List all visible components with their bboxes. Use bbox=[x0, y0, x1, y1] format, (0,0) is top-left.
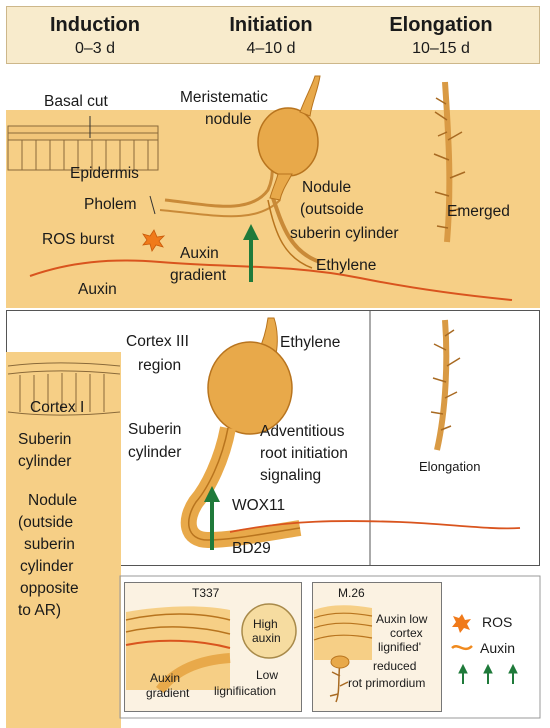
inset-m26-note-1: Auxin low bbox=[376, 612, 428, 626]
inset-low-lig-1: Low bbox=[256, 668, 279, 682]
stage-days-initiation: 4–10 d bbox=[246, 40, 296, 57]
legend-ros-label: ROS bbox=[482, 614, 513, 630]
label-auxin-gradient-1: Auxin bbox=[180, 245, 219, 262]
label-nodule-outside-2: (outsoide bbox=[300, 201, 364, 218]
inset-auxin-gradient-1: Auxin bbox=[150, 671, 181, 685]
label-nodule-outside-3: suberin cylinder bbox=[290, 225, 399, 242]
label-ethylene-mid: Ethylene bbox=[280, 334, 341, 351]
stage-title-induction: Induction bbox=[50, 14, 140, 36]
meristematic-nodule-drawing bbox=[159, 75, 321, 269]
label-note-4: cylinder bbox=[20, 558, 74, 575]
auxin-line-mid bbox=[229, 520, 521, 533]
inset-m26-note-5: rot primordium bbox=[348, 676, 426, 690]
label-ethylene-top: Ethylene bbox=[316, 257, 377, 274]
inset-m26-note-4: reduced bbox=[373, 659, 417, 673]
legend-green-arrows bbox=[458, 663, 518, 684]
label-epidermis: Epidermis bbox=[70, 165, 139, 182]
label-nodule: nodule bbox=[205, 111, 252, 128]
label-adventitious-1: Adventitious bbox=[260, 423, 345, 440]
label-suberin-left-1: Suberin bbox=[18, 431, 72, 448]
stage-days-elongation: 10–15 d bbox=[412, 40, 470, 57]
inset-t337-title: T337 bbox=[192, 586, 220, 600]
label-emerged: Emerged bbox=[447, 203, 510, 220]
inset-high-auxin-1: High bbox=[253, 617, 278, 631]
inset-m26-note-2: cortex bbox=[390, 626, 423, 640]
stage-title-initiation: Initiation bbox=[229, 14, 313, 36]
label-suberin-mid-1: Suberin bbox=[128, 421, 182, 438]
label-elongation: Elongation bbox=[419, 459, 481, 474]
high-auxin-circle bbox=[241, 603, 297, 659]
cortex-nodule-drawing bbox=[180, 317, 302, 549]
label-adventitious-3: signaling bbox=[260, 467, 322, 484]
label-cortex-i: Cortex I bbox=[30, 399, 85, 416]
inset-m26-title: M.26 bbox=[338, 586, 365, 600]
label-note-6: to AR) bbox=[18, 602, 62, 619]
label-adventitious-2: root initiation bbox=[260, 445, 348, 462]
legend-auxin-label: Auxin bbox=[480, 640, 516, 656]
m26-tissue bbox=[313, 605, 373, 703]
t337-tissue bbox=[125, 606, 231, 694]
label-auxin-top: Auxin bbox=[78, 281, 117, 298]
legend-auxin-wave bbox=[451, 645, 473, 651]
label-pholem: Pholem bbox=[84, 196, 137, 213]
ros-burst-star bbox=[142, 229, 166, 252]
inset-low-lig-2: lignifiication bbox=[214, 684, 277, 698]
inset-auxin-gradient-2: gradient bbox=[146, 686, 190, 700]
auxin-line-top bbox=[29, 259, 513, 301]
label-bd29: BD29 bbox=[232, 540, 271, 557]
legend-ros-star bbox=[452, 614, 471, 633]
cortex-cells bbox=[7, 362, 121, 416]
label-note-3: suberin bbox=[24, 536, 75, 553]
label-ros-burst: ROS burst bbox=[42, 231, 115, 248]
elongation-root bbox=[430, 319, 461, 451]
label-basal-cut: Basal cut bbox=[44, 93, 108, 110]
label-suberin-left-2: cylinder bbox=[18, 453, 72, 470]
label-region: region bbox=[138, 357, 182, 374]
label-note-2: (outside bbox=[18, 514, 74, 531]
insets-frame bbox=[119, 575, 541, 719]
label-note-1: Nodule bbox=[28, 492, 78, 509]
label-nodule-outside-1: Nodule bbox=[302, 179, 352, 196]
emerged-root-top bbox=[433, 81, 466, 243]
epidermis-cells bbox=[7, 125, 159, 171]
stage-days-induction: 0–3 d bbox=[74, 40, 116, 57]
label-meristematic: Meristematic bbox=[180, 89, 268, 106]
inset-m26 bbox=[312, 582, 442, 712]
pholem-pointer bbox=[149, 195, 156, 215]
inset-m26-note-3: lignified' bbox=[378, 640, 421, 654]
label-suberin-mid-2: cylinder bbox=[128, 444, 182, 461]
inset-high-auxin-2: auxin bbox=[252, 631, 281, 645]
label-wox11: WOX11 bbox=[232, 497, 286, 514]
stage-title-elongation: Elongation bbox=[389, 14, 493, 36]
stage-header bbox=[6, 6, 540, 64]
label-note-5: opposite bbox=[20, 580, 79, 597]
label-auxin-gradient-2: gradient bbox=[170, 267, 227, 284]
label-cortex-iii: Cortex III bbox=[126, 333, 189, 350]
